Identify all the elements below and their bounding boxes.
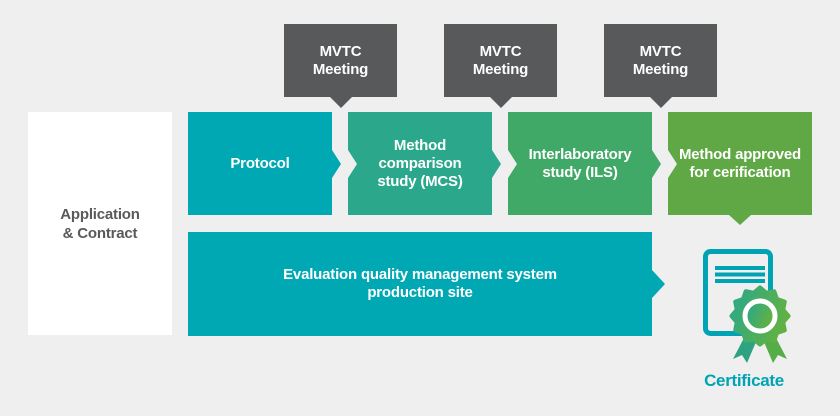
ribbon-left: [733, 336, 756, 363]
arrow-right-tip: [652, 270, 665, 298]
arrow-right-tip: [492, 149, 501, 178]
evaluation-quality-label: Evaluation quality management system pro…: [283, 266, 557, 301]
callout-down-pointer: [329, 97, 352, 108]
step-interlaboratory-box: Interlaboratory study (ILS): [508, 112, 661, 215]
step-label: Protocol: [230, 154, 290, 172]
arrow-left-notch: [668, 149, 677, 178]
step-label: Method comparison study (MCS): [377, 136, 463, 190]
arrow-right-tip: [332, 149, 341, 178]
callout-down-pointer: [489, 97, 512, 108]
mvtc-meeting-label: MVTC Meeting: [472, 42, 529, 78]
seal-ring: [742, 298, 778, 334]
callout-down-pointer: [649, 97, 672, 108]
step-protocol-box: Protocol: [188, 112, 341, 215]
application-contract-label: Application & Contract: [60, 205, 140, 242]
step-label: Method approved for cerification: [678, 145, 801, 181]
arrow-left-notch: [348, 149, 357, 178]
step-method-approved-box: Method approved for cerification: [668, 112, 812, 225]
mvtc-meeting-label: MVTC Meeting: [312, 42, 369, 78]
mvtc-meeting-callout-3: MVTC Meeting: [604, 24, 717, 108]
mvtc-meeting-callout-1: MVTC Meeting: [284, 24, 397, 108]
arrow-right-tip: [652, 149, 661, 178]
certificate-seal-icon: [703, 249, 791, 363]
arrow-left-notch: [508, 149, 517, 178]
mvtc-meeting-callout-2: MVTC Meeting: [444, 24, 557, 108]
step-method-comparison-box: Method comparison study (MCS): [348, 112, 501, 215]
step-label: Interlaboratory study (ILS): [528, 145, 632, 181]
certificate-label: Certificate: [704, 371, 784, 390]
mvtc-meeting-label: MVTC Meeting: [632, 42, 689, 78]
arrow-down-tip: [729, 215, 751, 225]
evaluation-quality-box: Evaluation quality management system pro…: [188, 232, 665, 336]
application-contract-box: Application & Contract: [28, 112, 172, 335]
seal-center: [748, 304, 772, 328]
ribbon-right: [764, 336, 787, 363]
